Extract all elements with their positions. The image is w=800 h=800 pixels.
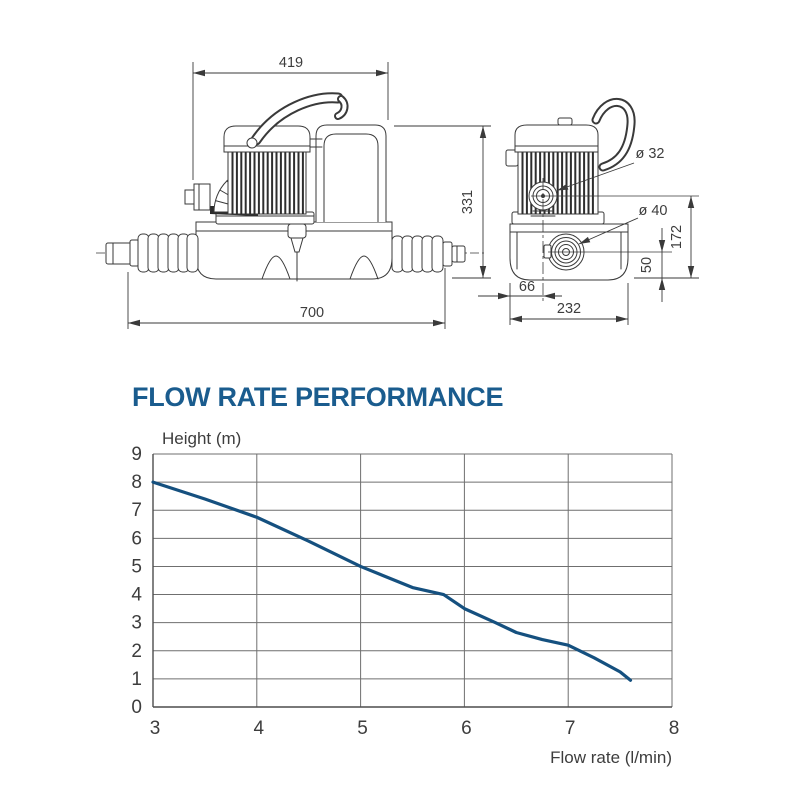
section-title: FLOW RATE PERFORMANCE <box>132 382 504 412</box>
dim-side-width-top: 419 <box>279 55 303 71</box>
label-outlet-diameter: ø 40 <box>638 203 667 219</box>
x-tick-label: 5 <box>357 718 368 739</box>
side-view: 419 331 700 <box>96 55 491 329</box>
dim-end-inlet-height: 172 <box>669 225 685 249</box>
dim-end-width: 232 <box>557 301 581 317</box>
performance-curve <box>151 480 633 682</box>
y-tick-label: 2 <box>131 641 142 662</box>
y-tick-label: 7 <box>131 500 142 521</box>
x-axis-title: Flow rate (l/min) <box>550 748 672 767</box>
y-tick-label: 0 <box>131 697 142 718</box>
y-tick-label: 8 <box>131 472 142 493</box>
y-tick-label: 5 <box>131 556 142 577</box>
y-tick-label: 9 <box>131 444 142 465</box>
y-tick-label: 6 <box>131 528 142 549</box>
x-tick-label: 8 <box>669 718 680 739</box>
y-axis-title: Height (m) <box>162 430 241 448</box>
dim-end-inlet-offset: 66 <box>519 279 535 295</box>
dim-side-height: 331 <box>460 190 476 214</box>
dim-side-length: 700 <box>300 305 324 321</box>
x-tick-label: 3 <box>150 718 161 739</box>
y-tick-label: 1 <box>131 669 142 690</box>
motor-fins-side <box>231 152 304 214</box>
y-tick-label: 3 <box>131 613 142 634</box>
y-tick-label: 4 <box>131 585 142 606</box>
x-tick-label: 6 <box>461 718 472 739</box>
flow-chart-svg: 3 4 5 6 7 8 0 1 2 3 4 5 6 7 8 9 Height (m) Flow rate (l/m… <box>131 430 680 767</box>
technical-drawing: 419 331 700 <box>96 55 699 329</box>
x-tick-label: 7 <box>565 718 576 739</box>
end-view: ø 32 ø 40 172 50 66 <box>478 98 699 325</box>
label-inlet-diameter: ø 32 <box>635 146 664 162</box>
x-tick-label: 4 <box>254 718 265 739</box>
dim-end-outlet-height: 50 <box>639 257 655 273</box>
